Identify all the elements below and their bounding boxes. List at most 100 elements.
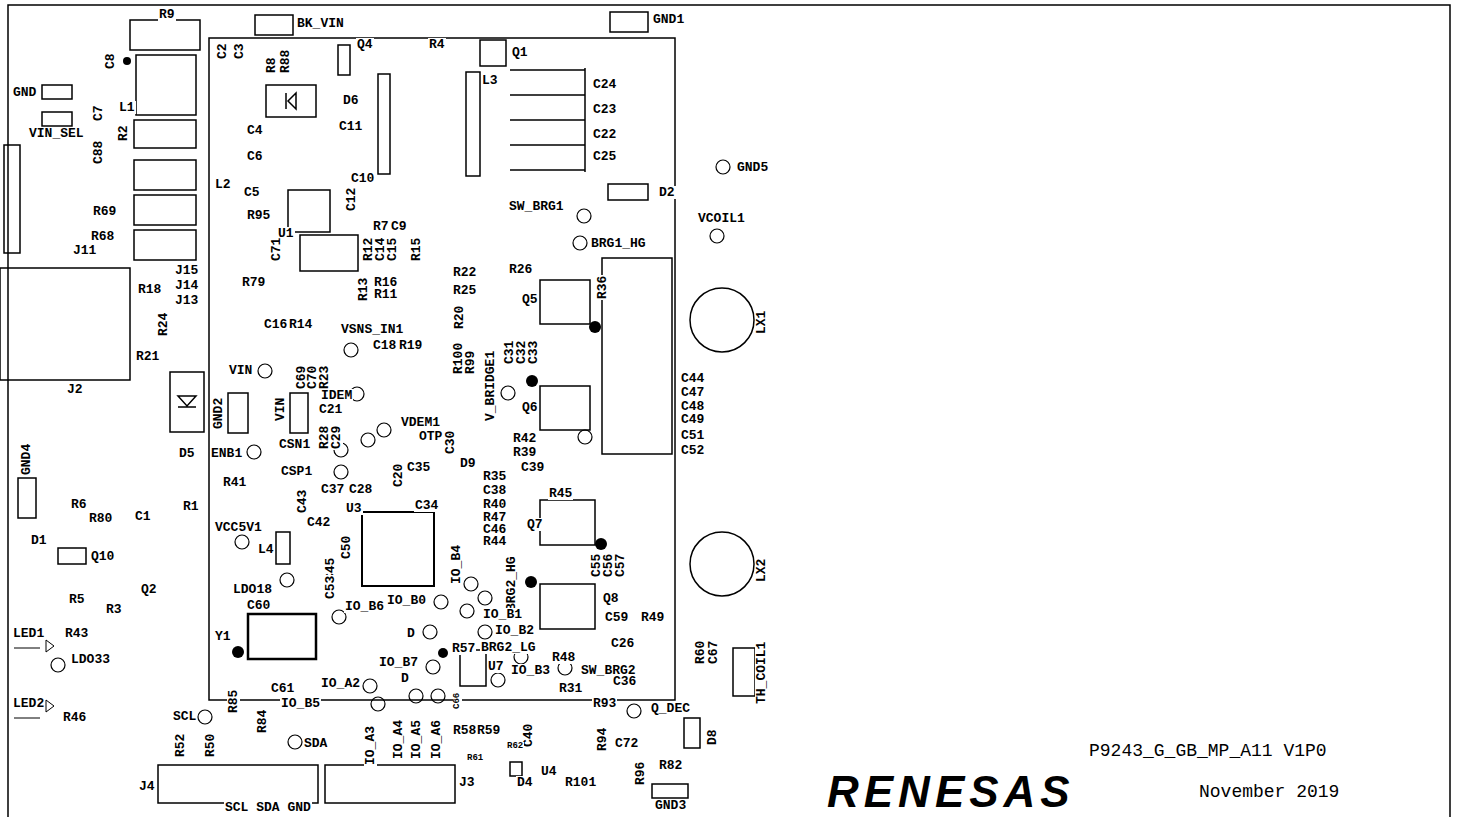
silkscreen-label: R11 <box>373 288 398 301</box>
silkscreen-label: C5 <box>243 186 261 199</box>
silkscreen-label: GND3 <box>654 799 687 812</box>
silkscreen-label: D <box>400 672 410 685</box>
silkscreen-label: R85 <box>227 689 240 714</box>
silkscreen-label: Q2 <box>140 583 158 596</box>
silkscreen-label: IDEM <box>320 389 353 402</box>
silkscreen-label: C37 <box>320 483 345 496</box>
silkscreen-label: R50 <box>204 733 217 758</box>
silkscreen-label: V_BRIDGE1 <box>484 350 497 422</box>
silkscreen-label: J11 <box>72 244 97 257</box>
silkscreen-label: C22 <box>592 128 617 141</box>
silkscreen-label: P9243_G_GB_MP_A11 V1P0 <box>1088 742 1328 760</box>
silkscreen-label: CSP1 <box>280 465 313 478</box>
silkscreen-label: C1 <box>134 510 152 523</box>
silkscreen-label: OTP <box>418 430 443 443</box>
silkscreen-label: GND4 <box>20 443 33 476</box>
silkscreen-label: R79 <box>241 276 266 289</box>
silkscreen-label: IO_B1 <box>482 608 523 621</box>
silkscreen-label: R60 <box>694 640 707 665</box>
silkscreen-label: R93 <box>592 697 617 710</box>
silkscreen-label: R4 <box>428 38 446 51</box>
silkscreen-label: J4 <box>138 780 156 793</box>
silkscreen-label: R9 <box>158 8 176 21</box>
silkscreen-label: Q6 <box>521 401 539 414</box>
silkscreen-label: L4 <box>257 543 275 556</box>
silkscreen-label: IO_A3 <box>364 725 377 766</box>
silkscreen-label: R101 <box>564 776 597 789</box>
silkscreen-label: R62 <box>506 742 524 751</box>
silkscreen-label: C72 <box>614 737 639 750</box>
silkscreen-label: R5 <box>68 593 86 606</box>
silkscreen-label: C26 <box>610 637 635 650</box>
silkscreen-label: VIN <box>228 364 253 377</box>
silkscreen-label: Q4 <box>356 38 374 51</box>
silkscreen-label: IO_B2 <box>494 624 535 637</box>
silkscreen-label: D8 <box>706 728 719 746</box>
silkscreen-label: R94 <box>596 727 609 752</box>
silkscreen-label: GND <box>12 86 37 99</box>
silkscreen-label: R68 <box>90 230 115 243</box>
silkscreen-label: R24 <box>157 312 170 337</box>
silkscreen-label: J14 <box>174 279 199 292</box>
silkscreen-label: Q_DEC <box>650 702 691 715</box>
silkscreen-label: L2 <box>214 178 232 191</box>
silkscreen-label: C33 <box>527 340 540 365</box>
silkscreen-label: IO_B3 <box>510 664 551 677</box>
silkscreen-label: C34 <box>414 499 439 512</box>
silkscreen-label: BRG2_HG <box>505 555 518 612</box>
silkscreen-label: C15 <box>386 237 399 262</box>
silkscreen-label: R49 <box>640 611 665 624</box>
silkscreen-label: C42 <box>306 516 331 529</box>
silkscreen-label: ENB1 <box>210 447 243 460</box>
silkscreen-label: R58 <box>452 724 477 737</box>
silkscreen-label: R35 <box>482 470 507 483</box>
silkscreen-label: J13 <box>174 294 199 307</box>
silkscreen-label: C49 <box>680 413 705 426</box>
silkscreen-label: C36 <box>612 675 637 688</box>
silkscreen-label: R23 <box>318 365 331 390</box>
silkscreen-label: C59 <box>604 611 629 624</box>
silkscreen-label: R19 <box>398 339 423 352</box>
silkscreen-label: R84 <box>256 709 269 734</box>
silkscreen-label: C11 <box>338 120 363 133</box>
silkscreen-label: LDO33 <box>70 653 111 666</box>
silkscreen-label: J15 <box>174 264 199 277</box>
silkscreen-label: C29 <box>330 425 343 450</box>
silkscreen-label: U7 <box>487 660 505 673</box>
silkscreen-label: U4 <box>540 765 558 778</box>
silkscreen-label: BRG1_HG <box>590 237 647 250</box>
silkscreen-label: R18 <box>137 283 162 296</box>
silkscreen-label: R3 <box>105 603 123 616</box>
silkscreen-label: C51 <box>680 429 705 442</box>
silkscreen-label: R1 <box>182 500 200 513</box>
silkscreen-label: LX1 <box>755 310 768 335</box>
silkscreen-label: C44 <box>680 372 705 385</box>
silkscreen-label: R69 <box>92 205 117 218</box>
silkscreen-label: Y1 <box>214 630 232 643</box>
silkscreen-label: U3 <box>345 502 363 515</box>
silkscreen-label: C67 <box>707 640 720 665</box>
silkscreen-label: R21 <box>135 350 160 363</box>
silkscreen-label: D4 <box>516 776 534 789</box>
silkscreen-label: C57 <box>614 553 627 578</box>
silkscreen-label: VDEM1 <box>400 416 441 429</box>
silkscreen-label: LED1 <box>12 627 45 640</box>
silkscreen-label: BRG2_LG <box>480 641 537 654</box>
silkscreen-label: C16 <box>263 318 288 331</box>
silkscreen-label: C28 <box>348 483 373 496</box>
silkscreen-label: R88 <box>279 49 292 74</box>
silkscreen-label: R8 <box>265 56 278 74</box>
silkscreen-label: C61 <box>270 682 295 695</box>
silkscreen-label: R45 <box>548 487 573 500</box>
silkscreen-label: IO_B4 <box>450 544 463 585</box>
silkscreen-label: D9 <box>459 457 477 470</box>
silkscreen-label: C38 <box>482 484 507 497</box>
silkscreen-label: R43 <box>64 627 89 640</box>
silkscreen-label: VSNS_IN1 <box>340 323 404 336</box>
silkscreen-label: C12 <box>345 187 358 212</box>
silkscreen-label: Q1 <box>511 46 529 59</box>
silkscreen-label: IO_A5 <box>410 719 423 760</box>
silkscreen-label: R39 <box>512 446 537 459</box>
silkscreen-label: R22 <box>452 266 477 279</box>
silkscreen-label: R36 <box>596 275 609 300</box>
